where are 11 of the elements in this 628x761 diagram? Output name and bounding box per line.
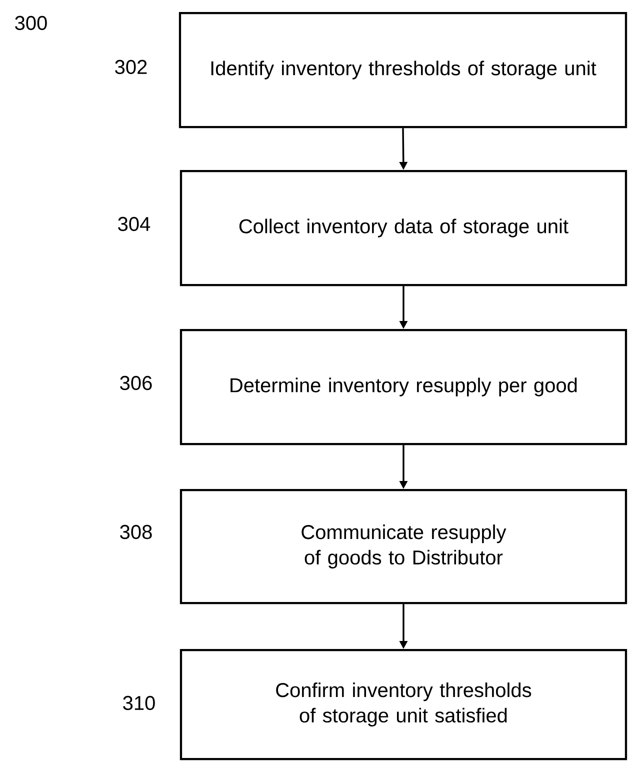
reference-number: 302 [115,60,147,74]
reference-number: 310 [123,696,155,710]
reference-number: 300 [15,16,47,30]
process-box: Communicate resupply of goods to Distributor [180,488,628,604]
reference-number: 308 [120,524,152,540]
process-box: Collect inventory data of storage unit [180,170,628,286]
process-box: Identify inventory thresholds of storage unit [178,12,628,128]
reference-number: 304 [118,216,150,232]
process-box: Confirm inventory thresholds of storage unit satisfied [180,648,628,760]
reference-number: 306 [120,376,152,390]
process-box: Determine inventory resupply per good [180,328,628,446]
